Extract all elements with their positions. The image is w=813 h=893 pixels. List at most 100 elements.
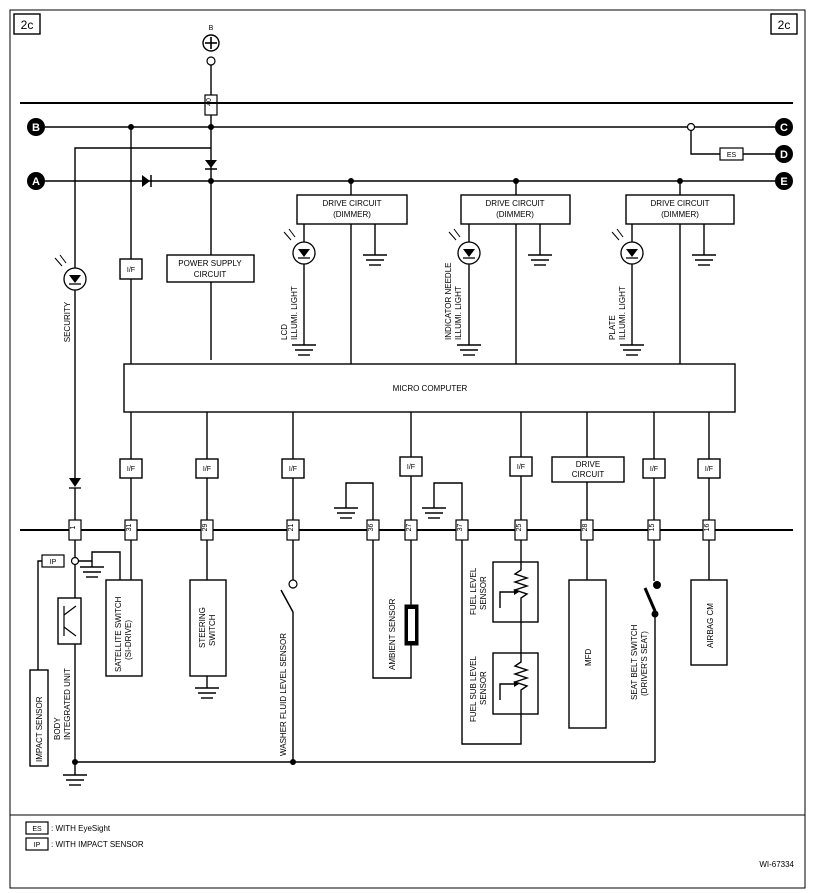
- terminal-a-label: A: [32, 176, 40, 188]
- ip-tag-label: IP: [50, 559, 57, 566]
- airbag-cm: [690, 579, 728, 666]
- terminal-e-label: E: [780, 176, 787, 188]
- body-unit-transistor: [57, 597, 82, 645]
- power-terminal: [206, 56, 216, 66]
- svg-text:SATELLITE SWITCH: SATELLITE SWITCH: [114, 596, 123, 672]
- needle-led-icon: [448, 228, 481, 265]
- impact-sensor: [29, 669, 49, 767]
- svg-text:FUEL LEVEL: FUEL LEVEL: [469, 567, 478, 615]
- washer-switch-icon: [280, 589, 294, 613]
- ground-icon: [528, 254, 552, 266]
- svg-text:(SI-DRIVE): (SI-DRIVE): [124, 620, 133, 660]
- svg-text:: WITH EyeSight: : WITH EyeSight: [51, 824, 111, 833]
- diode-icon: [142, 175, 150, 187]
- corner-tag-right: 2c: [770, 13, 798, 35]
- drive-circuit-3: DRIVE CIRCUIT (DIMMER): [625, 181, 735, 225]
- diagram-frame: [9, 9, 806, 889]
- svg-text:DRIVE: DRIVE: [576, 460, 600, 469]
- plate-label: PLATE: [608, 315, 617, 340]
- svg-text:ILLUMI. LIGHT: ILLUMI. LIGHT: [618, 286, 627, 340]
- diode-icon: [69, 478, 81, 487]
- plate-led-icon: [611, 228, 644, 265]
- if-column-15: I/F: [642, 412, 666, 520]
- if-column-25: I/F: [509, 412, 533, 520]
- connector-pin-label: 29: [202, 524, 209, 532]
- es-tag-label: ES: [727, 152, 737, 159]
- ground-icon: [422, 507, 446, 519]
- lcd-led-icon: [283, 228, 316, 265]
- corner-tag-right-label: 2c: [778, 18, 791, 32]
- svg-text:ILLUMI. LIGHT: ILLUMI. LIGHT: [290, 286, 299, 340]
- ground-icon: [457, 344, 481, 356]
- svg-text:: WITH IMPACT SENSOR: : WITH IMPACT SENSOR: [51, 840, 144, 849]
- ground-icon: [620, 344, 644, 356]
- svg-text:DRIVE CIRCUIT: DRIVE CIRCUIT: [485, 199, 544, 208]
- ground-icon: [63, 774, 87, 786]
- ground-icon: [334, 507, 358, 519]
- svg-text:(DIMMER): (DIMMER): [661, 210, 699, 219]
- connector-pin-label: 25: [516, 524, 523, 532]
- mfd-label: MFD: [584, 648, 593, 666]
- terminal-c: [775, 118, 793, 136]
- figure-id: WI-67334: [759, 860, 794, 869]
- svg-text:FUEL SUB LEVEL: FUEL SUB LEVEL: [469, 655, 478, 722]
- connector-pin-label: 37: [457, 524, 464, 532]
- svg-text:I/F: I/F: [407, 464, 415, 471]
- drive-circuit-2: DRIVE CIRCUIT (DIMMER): [460, 181, 571, 225]
- connector-pin-label: 21: [288, 524, 295, 532]
- power-source-label: B: [209, 25, 214, 32]
- svg-text:I/F: I/F: [705, 466, 713, 473]
- security-label: SECURITY: [63, 301, 72, 342]
- svg-text:I/F: I/F: [650, 466, 658, 473]
- terminal-c-label: C: [780, 122, 788, 134]
- connector-pin-label: 31: [126, 524, 133, 532]
- if-column-31: I/F: [119, 412, 143, 520]
- corner-tag-left: 2c: [13, 13, 41, 35]
- svg-text:DRIVE CIRCUIT: DRIVE CIRCUIT: [650, 199, 709, 208]
- ground-icon: [195, 687, 219, 699]
- security-led-icon: [54, 254, 87, 291]
- steering-switch: [189, 579, 227, 677]
- legend-ip: IP : WITH IMPACT SENSOR: [25, 837, 144, 851]
- svg-text:IMPACT SENSOR: IMPACT SENSOR: [35, 696, 44, 762]
- micro-computer-label: MICRO COMPUTER: [393, 384, 468, 393]
- svg-text:(DIMMER): (DIMMER): [496, 210, 534, 219]
- svg-text:ILLUMI. LIGHT: ILLUMI. LIGHT: [454, 286, 463, 340]
- connector-pin-label: 1: [70, 525, 77, 529]
- connector-pin-label: 15: [649, 524, 656, 532]
- ground-icon: [292, 344, 316, 356]
- svg-text:I/F: I/F: [127, 267, 135, 274]
- terminal-b-label: B: [32, 122, 40, 134]
- airbag-label: AIRBAG CM: [706, 603, 715, 648]
- if-column-29: I/F: [195, 412, 219, 520]
- svg-text:I/F: I/F: [517, 464, 525, 471]
- seat-belt-label: SEAT BELT SWITCH: [630, 624, 639, 700]
- svg-text:CIRCUIT: CIRCUIT: [194, 270, 227, 279]
- if-column-27: I/F: [399, 412, 423, 520]
- fuse-number: 40: [206, 98, 213, 106]
- terminal-a: [27, 172, 45, 190]
- svg-text:CIRCUIT: CIRCUIT: [572, 470, 605, 479]
- if-column-16: I/F: [697, 412, 721, 520]
- lcd-label: LCD: [280, 324, 289, 340]
- svg-text:SENSOR: SENSOR: [479, 576, 488, 610]
- terminal-e: [775, 172, 793, 190]
- needle-label: INDICATOR NEEDLE: [444, 263, 453, 341]
- ground-icon: [80, 566, 104, 578]
- svg-text:DRIVE CIRCUIT: DRIVE CIRCUIT: [322, 199, 381, 208]
- svg-text:I/F: I/F: [289, 466, 297, 473]
- ground-icon: [692, 254, 716, 266]
- svg-text:SWITCH: SWITCH: [208, 614, 217, 646]
- connector-pin-label: 36: [368, 524, 375, 532]
- terminal-d: [775, 145, 793, 163]
- power-supply-circuit: [166, 254, 255, 283]
- svg-text:(DRIVER'S SEAT): (DRIVER'S SEAT): [640, 631, 649, 696]
- diode-icon: [205, 160, 217, 168]
- corner-tag-left-label: 2c: [21, 18, 34, 32]
- terminal-b: [27, 118, 45, 136]
- washer-sensor-label: WASHER FLUID LEVEL SENSOR: [279, 633, 288, 756]
- svg-text:STEERING: STEERING: [198, 607, 207, 648]
- ground-icon: [363, 254, 387, 266]
